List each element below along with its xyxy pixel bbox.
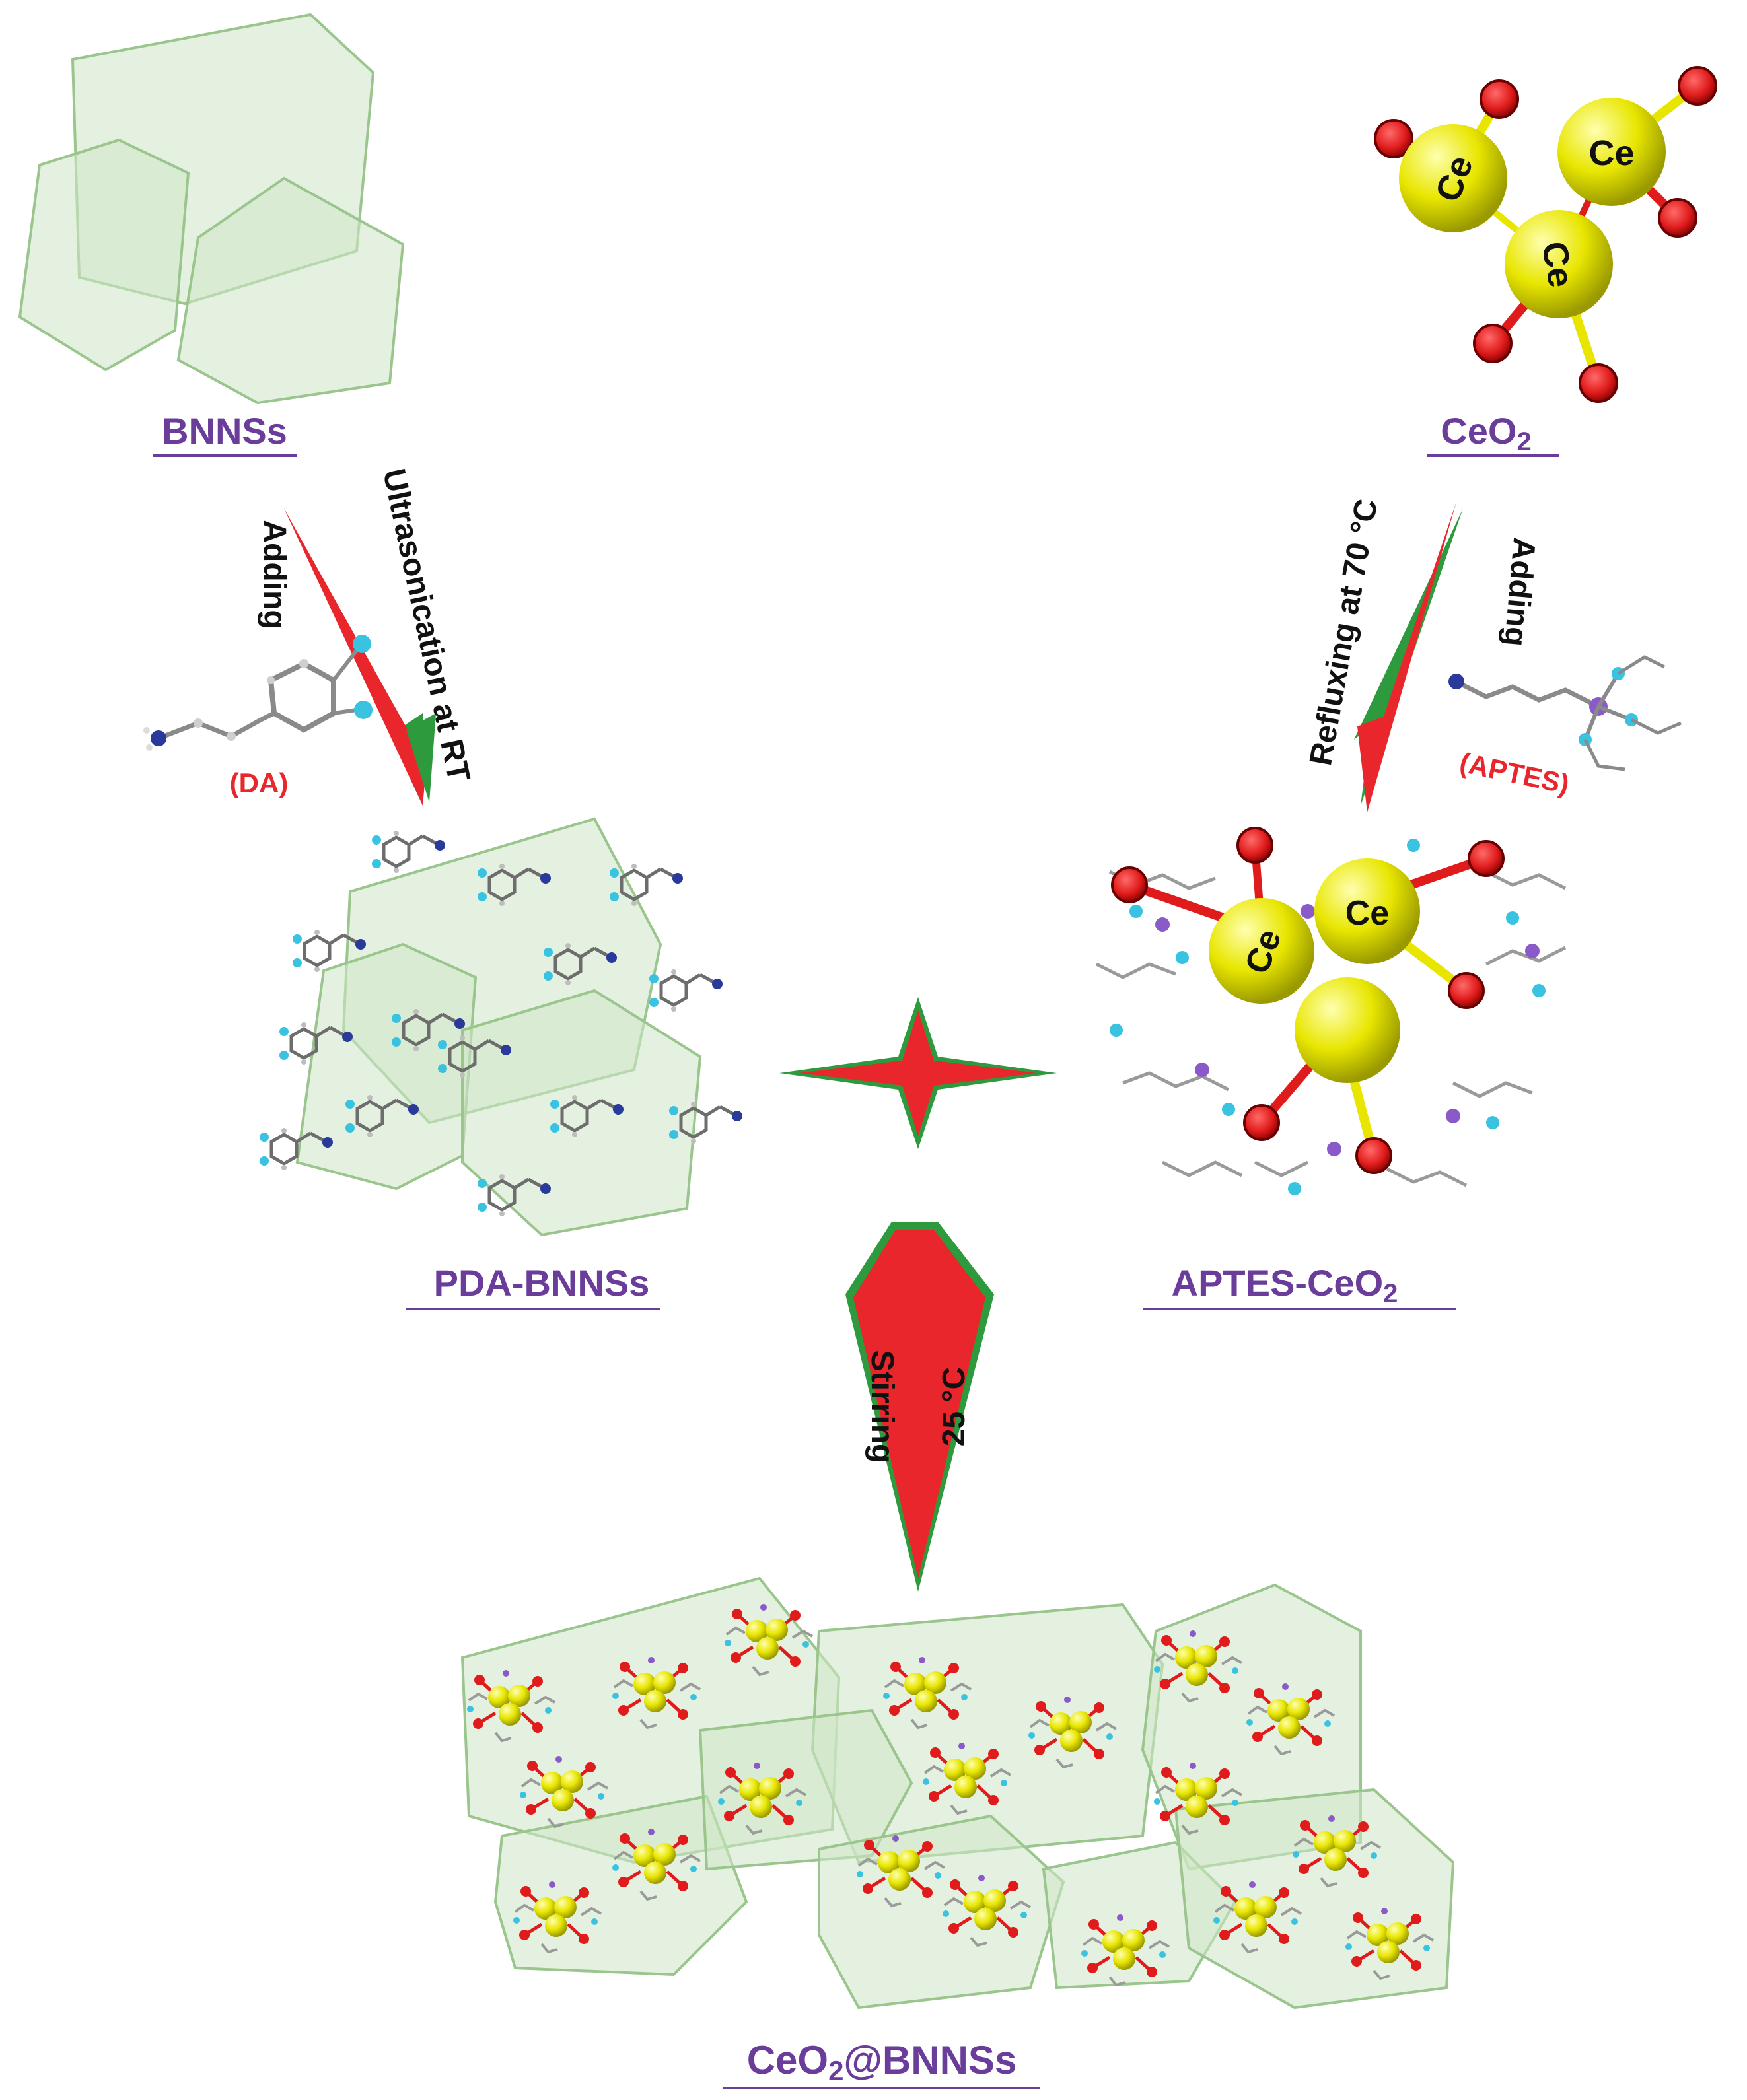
right-step-arrow (1354, 502, 1463, 812)
ce-atom-label-5: Ce (1345, 894, 1389, 932)
right-step-adding: Adding (1497, 536, 1542, 648)
aptes-ceo2-label: APTES-CeO2 (1172, 1262, 1398, 1308)
ce-atom-label-2: Ce (1588, 133, 1634, 173)
stirring-label: Stirring (865, 1350, 900, 1463)
dopamine-molecule (143, 635, 373, 751)
temperature-label: 25 °C (937, 1367, 972, 1447)
plus-sign (779, 997, 1057, 1149)
pda-bnnss-label: PDA-BNNSs (434, 1262, 650, 1304)
ceo2-label: CeO2 (1441, 410, 1531, 456)
aptes-ceo2-structure (1095, 827, 1567, 1195)
aptes-molecule (1448, 655, 1682, 771)
aptes-label: (APTES) (1457, 746, 1572, 800)
bnnss-label: BNNSs (162, 410, 287, 452)
product-label: CeO2@BNNSs (747, 2038, 1017, 2086)
bottom-step-arrow (845, 1222, 994, 1592)
da-label: (DA) (230, 767, 289, 798)
pda-bnnss-sheets (295, 817, 702, 1237)
bnnss-sheets (18, 13, 405, 405)
ce-atom-label-3: Ce (1534, 238, 1581, 290)
left-step-adding: Adding (257, 520, 292, 629)
ceo2-structure (1374, 66, 1717, 403)
